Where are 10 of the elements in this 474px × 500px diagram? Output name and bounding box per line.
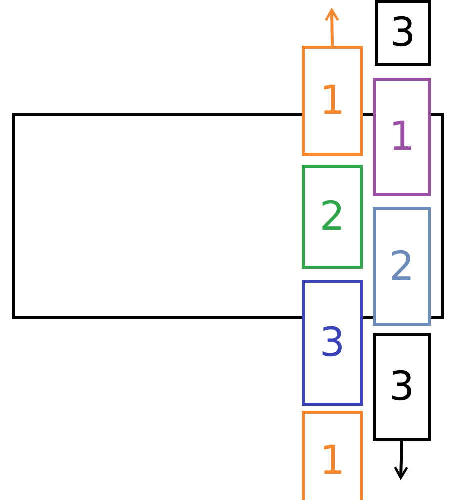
numbered-box: 3 xyxy=(375,0,431,66)
numbered-box: 2 xyxy=(302,165,363,269)
numbered-box: 1 xyxy=(302,411,363,500)
arrow xyxy=(394,440,408,480)
arrow xyxy=(324,8,340,46)
numbered-box: 2 xyxy=(373,207,431,326)
numbered-box: 3 xyxy=(373,333,431,441)
numbered-box: 3 xyxy=(302,280,363,406)
numbered-box: 1 xyxy=(373,78,431,196)
numbered-box: 1 xyxy=(302,46,363,156)
